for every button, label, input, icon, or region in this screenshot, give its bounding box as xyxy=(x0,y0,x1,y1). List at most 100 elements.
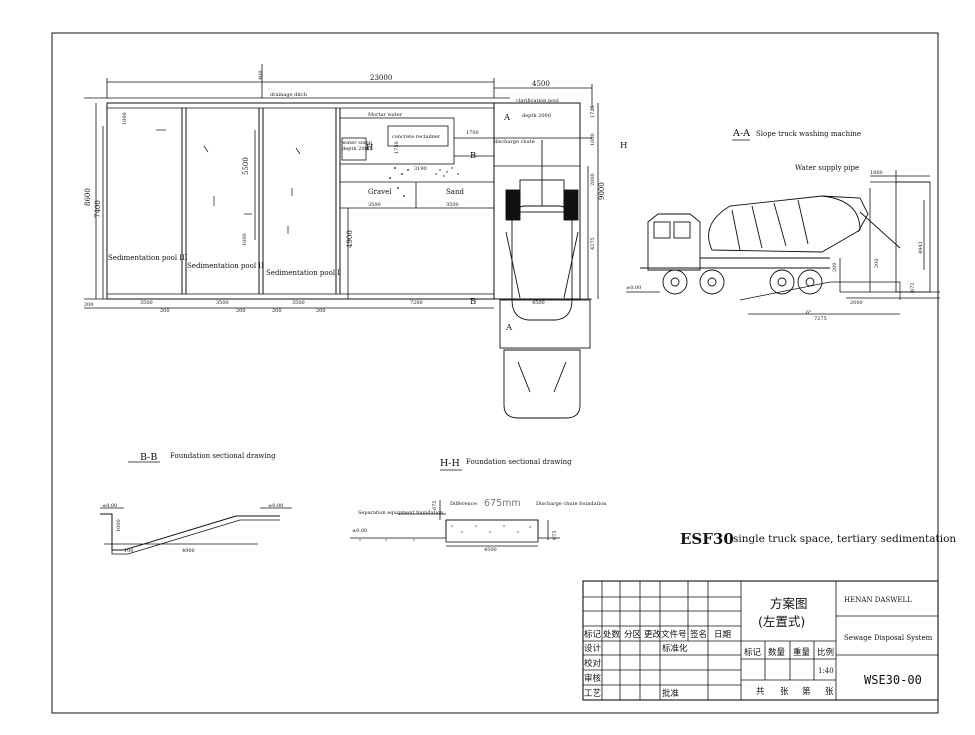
section-hh-tag: H-H xyxy=(440,458,460,469)
dim-2000: 2000 xyxy=(590,173,596,186)
tb-f-di: 第 xyxy=(802,686,811,697)
label-water-sump-depth: depth 2000 xyxy=(342,146,371,152)
tb-h-genggai: 更改文件号 xyxy=(644,629,687,640)
dim-sand-3500: 3500 xyxy=(446,202,459,208)
aa-angle: 6° xyxy=(806,310,812,316)
bottom-dim-2: 3500 xyxy=(140,300,153,306)
label-concrete-reclaimer: concrete reclaimer xyxy=(392,134,441,140)
dim-5500: 5500 xyxy=(242,157,250,175)
tb-h-riqi: 日期 xyxy=(714,630,731,640)
hh-level: ±0.00 xyxy=(352,528,367,534)
tb-r-sheji: 设计 xyxy=(584,643,602,654)
bottom-dim-1: 200 xyxy=(84,302,94,308)
bottom-dim-8: 7200 xyxy=(410,300,423,306)
tb-r-shenhe: 审核 xyxy=(584,673,602,684)
section-aa-tag: A-A xyxy=(732,128,750,139)
hh-difference-label: Difference: xyxy=(450,501,478,507)
tb-h-fenqu: 分区 xyxy=(624,630,642,640)
aa-dim-7275: 7275 xyxy=(814,316,827,322)
tb-company: HENAN DASWELL xyxy=(844,596,912,604)
dim-1725: 1725 xyxy=(590,105,596,118)
section-mark-b-bottom: B xyxy=(470,297,476,307)
tb-h-qianming: 签名 xyxy=(690,629,707,640)
label-pool-2: Sedimentation pool II xyxy=(187,262,264,270)
caption-code: ESF30 xyxy=(680,530,734,548)
dim-9000: 9000 xyxy=(598,182,606,200)
bb-dim-1000: 1000 xyxy=(116,519,122,532)
section-mark-h-left: H xyxy=(366,143,373,153)
label-sand: Sand xyxy=(446,188,464,196)
tb-f-zhang-1: 张 xyxy=(780,687,789,697)
hh-dim-4500: 4500 xyxy=(484,547,497,553)
tb-c-bili: 比例 xyxy=(817,647,834,658)
bottom-dim-4: 3500 xyxy=(216,300,229,306)
tb-c-biaoji: 标记 xyxy=(744,647,762,658)
section-aa-title: Slope truck washing machine xyxy=(756,130,861,138)
dim-4500-top: 4500 xyxy=(532,80,550,88)
label-discharge-chute: discharge chute xyxy=(494,139,535,145)
bottom-dim-10: 200 xyxy=(272,308,282,314)
aa-dim-672: 672 xyxy=(910,282,916,292)
reclaimer-block xyxy=(339,117,455,165)
dim-7400: 7400 xyxy=(94,200,102,218)
tb-drawing-name-1: 方案图 xyxy=(770,596,808,611)
hh-separation-foundation: Separation equipment foundation xyxy=(358,510,444,516)
tb-h-biaoji: 标记 xyxy=(584,629,602,640)
label-gravel: Gravel xyxy=(368,188,392,196)
dim-1000-left: 1000 xyxy=(122,112,128,125)
hh-dim-675: 675 xyxy=(432,500,438,510)
label-clarification-depth: depth 2000 xyxy=(522,113,551,119)
tb-c-zhongliang: 重量 xyxy=(793,647,811,658)
bottom-dim-3: 200 xyxy=(160,308,170,314)
tb-r-gongyi: 工艺 xyxy=(584,689,601,699)
bb-dim-100: 100 xyxy=(124,548,134,554)
mixer-truck-side xyxy=(640,195,901,295)
hh-foundation-block xyxy=(445,519,539,543)
label-pool-1: Sedimentation pool I xyxy=(266,269,340,277)
dim-400: 400 xyxy=(258,70,264,80)
bottom-dim-7: 200 xyxy=(316,308,326,314)
dim-4275: 4275 xyxy=(590,237,596,250)
label-pool-3: Sedimentation pool III xyxy=(108,254,188,262)
dim-1750: 1750 xyxy=(394,141,400,154)
tb-r-biaozhunhua: 标准化 xyxy=(662,643,688,654)
hh-difference-value: 675mm xyxy=(484,498,521,509)
section-hh-title: Foundation sectional drawing xyxy=(466,458,572,466)
label-water-sump: water sump xyxy=(342,140,372,146)
sheet-border xyxy=(51,32,939,714)
washing-machine-frame xyxy=(895,181,931,293)
bb-level-left: ±0.00 xyxy=(102,503,117,509)
hh-dim-675-b: 675 xyxy=(552,530,558,540)
bottom-dim-9: 4500 xyxy=(532,300,545,306)
aa-dim-200-a: 200 xyxy=(832,262,838,272)
label-drainage-ditch: drainage ditch xyxy=(270,92,308,98)
plan-view: 23000 400 4500 8600 7400 9000 5500 4900 … xyxy=(84,64,627,419)
bottom-dim-6: 3500 xyxy=(292,300,305,306)
tb-r-jiaodui: 校对 xyxy=(584,658,602,669)
section-mark-b-top: B xyxy=(470,151,476,161)
section-mark-h-right: H xyxy=(620,141,627,151)
title-block: 方案图 (左置式) HENAN DASWELL Sewage Disposal … xyxy=(582,580,939,701)
aa-dim-4943: 4943 xyxy=(918,241,924,254)
tb-drawing-no: WSE30-00 xyxy=(864,673,922,687)
aa-level: ±0.00 xyxy=(626,285,641,291)
section-aa: A-A Slope truck washing machine Water su… xyxy=(626,128,940,322)
bb-dim-4900: 4900 xyxy=(182,548,195,554)
aa-dim-200-b: 200 xyxy=(874,258,880,268)
tb-c-shuliang: 数量 xyxy=(768,647,786,658)
dim-4900: 4900 xyxy=(346,230,354,248)
aa-dim-1800: 1800 xyxy=(870,170,883,176)
tb-scale: 1:40 xyxy=(818,667,834,675)
water-supply-pipe-label: Water supply pipe xyxy=(795,164,859,172)
section-hh: H-H Foundation sectional drawing 675 Dif… xyxy=(350,458,607,553)
hh-discharge-chute-foundation: Discharge chute foundation xyxy=(536,501,607,507)
tb-drawing-name-2: (左置式) xyxy=(758,614,805,629)
bottom-dim-5: 200 xyxy=(236,308,246,314)
tb-r-pizhun: 批准 xyxy=(662,688,680,699)
dim-gravel-3500: 3500 xyxy=(368,202,381,208)
truck-plan xyxy=(499,140,591,419)
tb-f-gong: 共 xyxy=(756,687,765,697)
bb-level-right: ±0.00 xyxy=(268,503,283,509)
tb-h-chushu: 处数 xyxy=(603,629,621,640)
